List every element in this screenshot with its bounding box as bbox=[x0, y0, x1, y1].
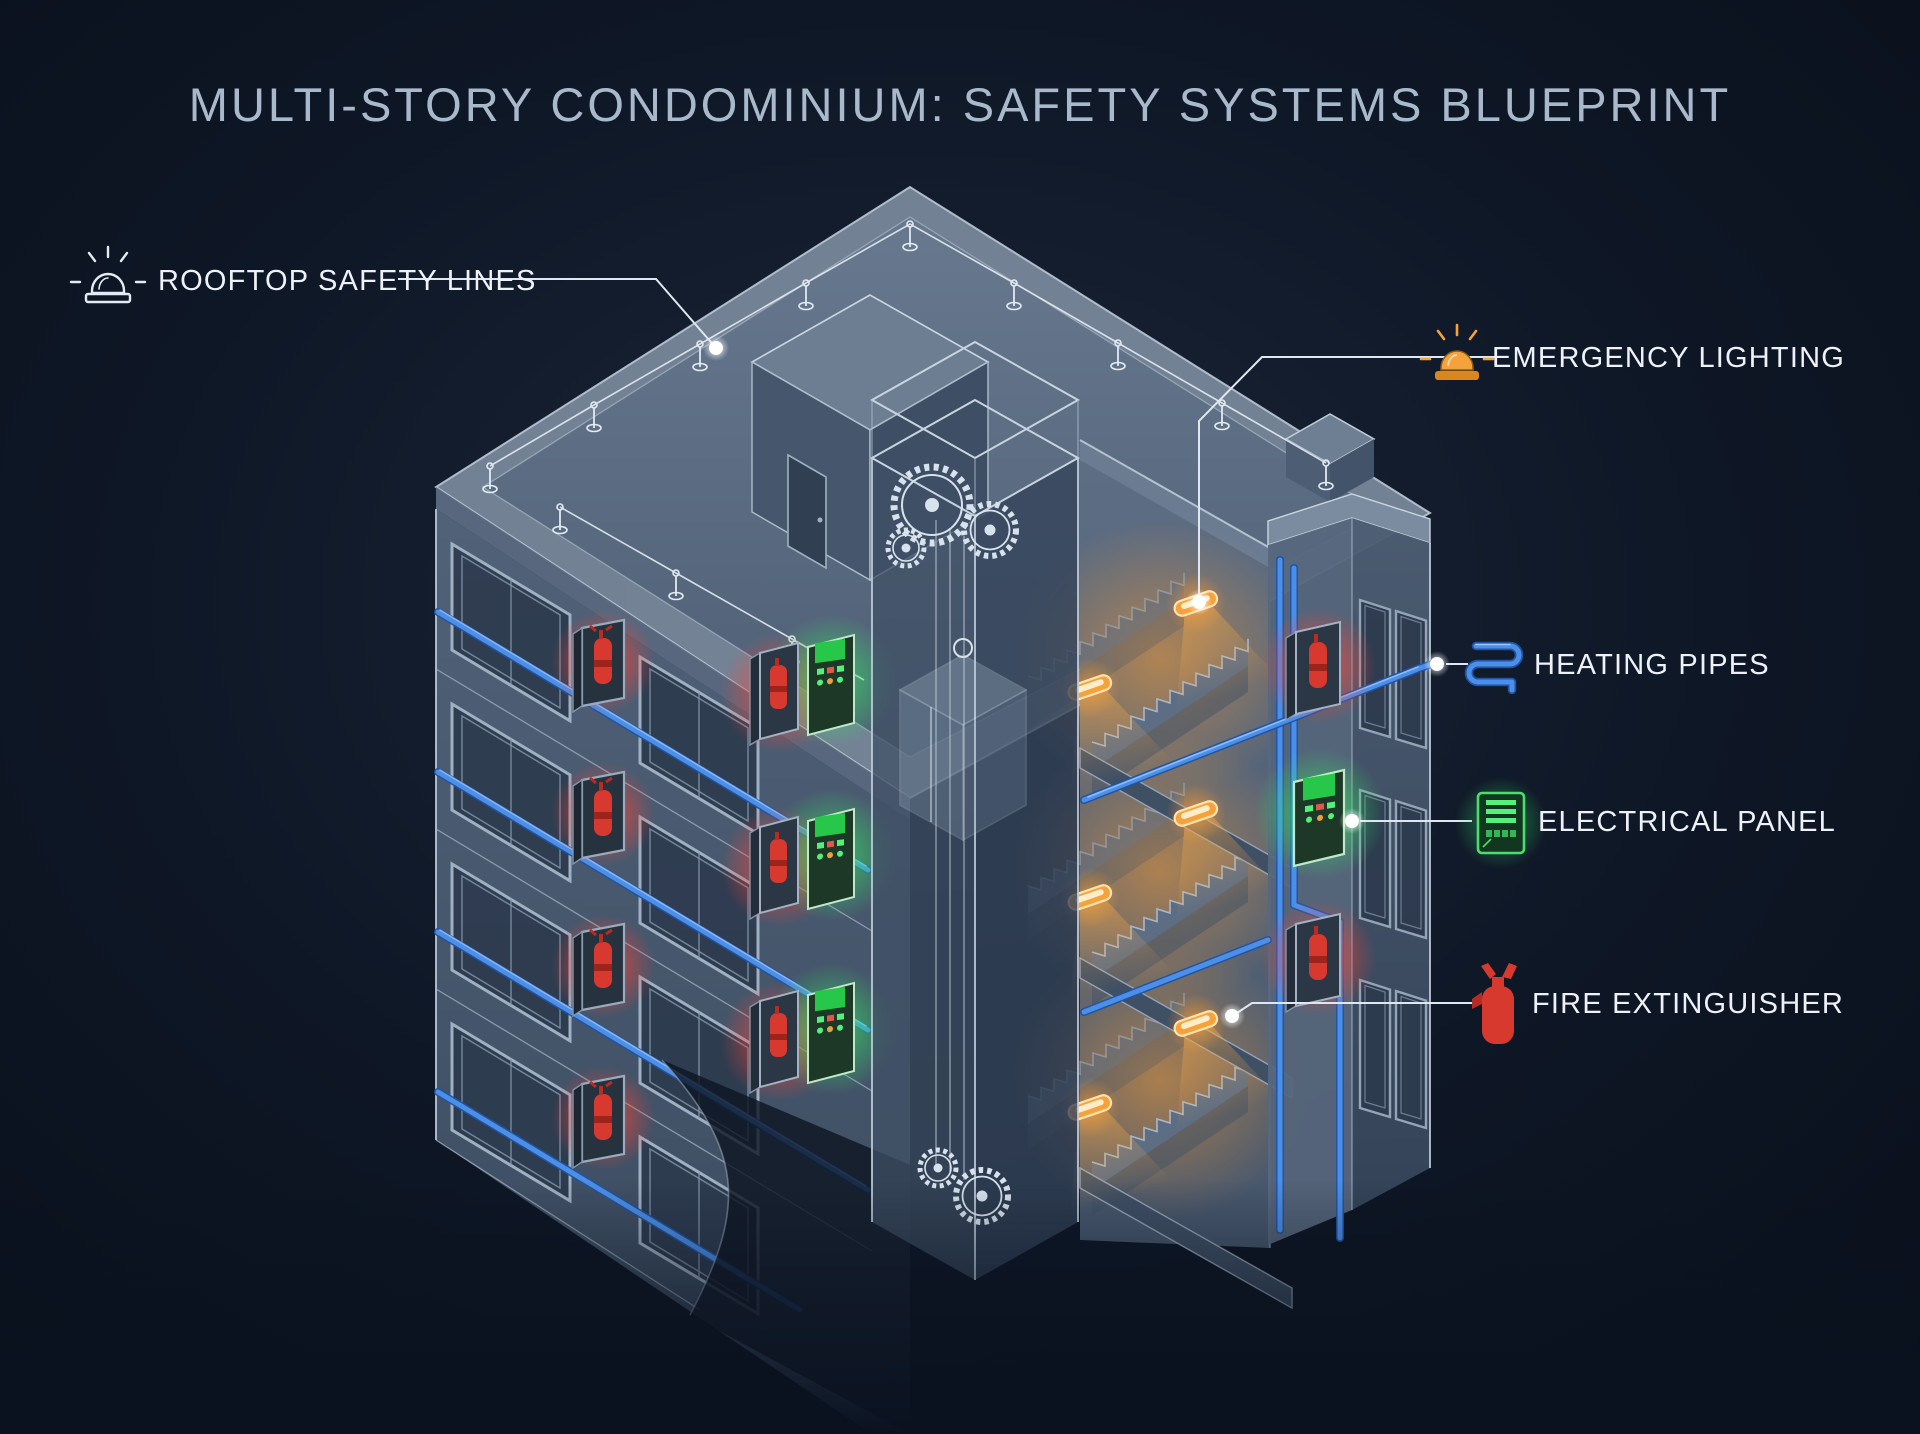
beacon-outline-icon bbox=[69, 245, 147, 304]
elevator-cab bbox=[898, 638, 1028, 842]
pipe-coil-icon bbox=[1464, 641, 1524, 695]
leader-line bbox=[1198, 356, 1505, 596]
callout-label: FIRE EXTINGUISHER bbox=[1532, 988, 1844, 1020]
penthouse-door bbox=[787, 453, 827, 570]
fire-extinguisher-cabinet bbox=[1259, 899, 1377, 1017]
leader-lines bbox=[398, 278, 1505, 1029]
extinguisher-red-icon bbox=[1472, 963, 1517, 1044]
callout-electrical-panel: ELECTRICAL PANEL bbox=[1455, 777, 1836, 869]
callout-label: ELECTRICAL PANEL bbox=[1538, 806, 1836, 838]
callout-label: EMERGENCY LIGHTING bbox=[1492, 342, 1845, 374]
fire-extinguisher-cabinet bbox=[1259, 607, 1377, 725]
callouts: ROOFTOP SAFETY LINES EMERGENCY LIGHTING bbox=[69, 245, 1845, 1044]
callout-heating-pipes: HEATING PIPES bbox=[1464, 641, 1770, 695]
callout-fire-extinguisher: FIRE EXTINGUISHER bbox=[1472, 963, 1844, 1044]
ground-fade bbox=[0, 1180, 1920, 1434]
callout-label: HEATING PIPES bbox=[1534, 649, 1770, 681]
elevator-cables bbox=[935, 520, 965, 1180]
page-title: MULTI-STORY CONDOMINIUM: SAFETY SYSTEMS … bbox=[189, 78, 1731, 131]
callout-label: ROOFTOP SAFETY LINES bbox=[158, 265, 537, 297]
leader-line bbox=[398, 278, 717, 349]
panel-green-icon bbox=[1455, 777, 1547, 869]
leader-dot bbox=[1345, 814, 1359, 828]
right-wing-safety-items bbox=[1252, 607, 1388, 1017]
leader-dot bbox=[1225, 1009, 1239, 1023]
leader-dot bbox=[709, 341, 723, 355]
callout-rooftop-safety-lines: ROOFTOP SAFETY LINES bbox=[69, 245, 537, 304]
elevator-shaft bbox=[869, 340, 1081, 1280]
building-illustration bbox=[0, 185, 1920, 1434]
leader-dot bbox=[1430, 657, 1444, 671]
beacon-orange-icon bbox=[1419, 323, 1495, 380]
callout-emergency-lighting: EMERGENCY LIGHTING bbox=[1419, 323, 1845, 380]
leader-dot bbox=[1192, 595, 1206, 609]
right-wing bbox=[1080, 493, 1436, 1245]
electrical-panel-unit bbox=[1252, 746, 1388, 882]
